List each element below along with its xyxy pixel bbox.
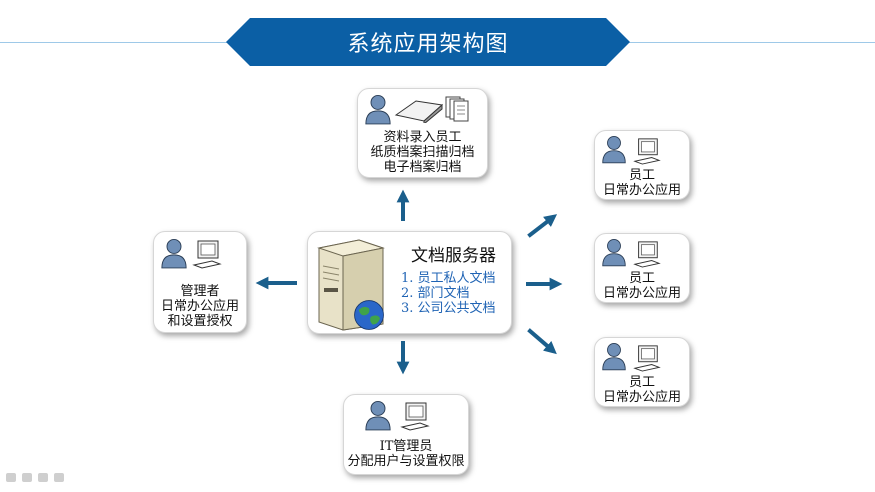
node-label: 员工 日常办公应用 (602, 168, 681, 198)
node-it-admin: IT管理员 分配用户与设置权限 (343, 394, 469, 475)
node-data-entry: 资料录入员工 纸质档案扫描归档 电子档案归档 (357, 88, 488, 178)
node-employee-2: 员工 日常办公应用 (594, 233, 690, 303)
user-icon (365, 94, 391, 125)
arrow-to-employee-3 (527, 328, 557, 355)
computer-icon (400, 402, 430, 431)
server-document-list: 1. 员工私人文档 2. 部门文档 3. 公司公共文档 (401, 271, 496, 316)
server-title: 文档服务器 (411, 246, 496, 266)
computer-icon (633, 345, 661, 372)
node-employee-3: 员工 日常办公应用 (594, 337, 690, 407)
title-banner: 系统应用架构图 (226, 18, 630, 66)
user-icon (602, 343, 626, 371)
user-icon (602, 135, 626, 164)
node-document-server: 文档服务器 1. 员工私人文档 2. 部门文档 3. 公司公共文档 (307, 231, 512, 334)
globe-icon (354, 300, 384, 330)
list-item: 3. 公司公共文档 (401, 301, 496, 316)
prev-slide-icon[interactable] (6, 473, 16, 482)
user-icon (365, 401, 391, 431)
node-label: 员工 日常办公应用 (602, 375, 681, 405)
list-item: 1. 员工私人文档 (401, 271, 496, 286)
node-employee-1: 员工 日常办公应用 (594, 130, 690, 200)
node-admin: 管理者 日常办公应用 和设置授权 (153, 231, 247, 333)
pen-icon[interactable] (22, 473, 32, 482)
page-title: 系统应用架构图 (347, 32, 509, 57)
computer-icon (633, 138, 661, 165)
arrow-to-employee-1 (527, 214, 558, 238)
node-label: 管理者 日常办公应用 和设置授权 (160, 284, 239, 329)
user-icon (161, 239, 187, 269)
computer-icon (633, 241, 661, 268)
list-item: 2. 部门文档 (401, 286, 470, 301)
node-label: IT管理员 分配用户与设置权限 (347, 439, 465, 469)
node-label: 资料录入员工 纸质档案扫描归档 电子档案归档 (370, 130, 475, 175)
node-label: 员工 日常办公应用 (602, 271, 681, 301)
next-slide-icon[interactable] (54, 473, 64, 482)
scanner-documents-icon (394, 96, 469, 123)
user-icon (602, 238, 626, 267)
computer-icon (192, 240, 222, 269)
menu-icon[interactable] (38, 473, 48, 482)
slide-controls[interactable] (6, 473, 64, 482)
